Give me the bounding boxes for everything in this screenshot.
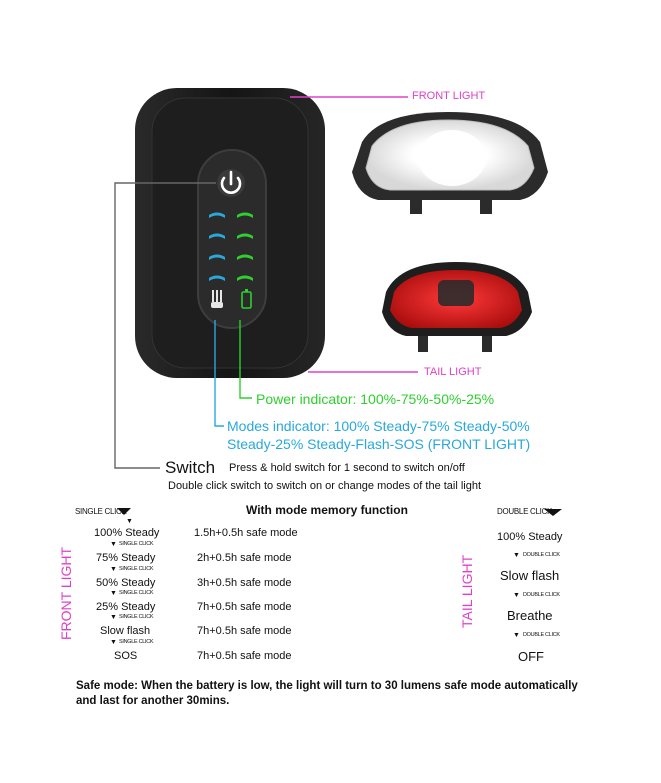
chevron-down-icon: ▼ xyxy=(513,552,520,559)
chevron-down-icon: ▼ xyxy=(513,592,520,599)
power-indicator-label: Power indicator: 100%-75%-50%-25% xyxy=(256,391,495,407)
front-light-lens xyxy=(352,112,548,214)
front-mode-time: 7h+0.5h safe mode xyxy=(197,625,292,637)
step-label: DOUBLE CLICK xyxy=(523,552,560,558)
tail-mode-label: OFF xyxy=(518,649,544,664)
step-label: SINGLE CLICK xyxy=(119,566,154,572)
front-mode-time: 3h+0.5h safe mode xyxy=(197,577,292,589)
double-click-header: DOUBLE CLICK xyxy=(497,507,553,516)
front-mode-label: 50% Steady xyxy=(96,577,156,589)
memory-function-title: With mode memory function xyxy=(246,503,408,517)
battery-icon xyxy=(241,289,252,309)
step-label: DOUBLE CLICK xyxy=(523,632,560,638)
switch-title: Switch xyxy=(165,458,216,477)
chevron-down-icon: ▼ xyxy=(126,518,133,525)
front-light-label: FRONT LIGHT xyxy=(412,90,486,102)
front-mode-time: 7h+0.5h safe mode xyxy=(197,650,292,662)
front-mode-label: 25% Steady xyxy=(96,601,156,613)
step-label: SINGLE CLICK xyxy=(119,614,154,620)
front-light-side-label: FRONT LIGHT xyxy=(58,546,74,640)
front-mode-time: 1.5h+0.5h safe mode xyxy=(194,527,298,539)
chevron-down-icon: ▼ xyxy=(513,632,520,639)
tail-mode-label: 100% Steady xyxy=(497,531,563,543)
chevron-down-icon: ▼ xyxy=(110,541,117,548)
switch-desc-line1: Press & hold switch for 1 second to swit… xyxy=(229,462,465,474)
callout-lines xyxy=(114,96,418,469)
step-label: SINGLE CLICK xyxy=(119,541,154,547)
chevron-down-icon: ▼ xyxy=(110,566,117,573)
front-mode-time: 7h+0.5h safe mode xyxy=(197,601,292,613)
tail-light-side-label: TAIL LIGHT xyxy=(459,554,475,628)
modes-indicator-line2: Steady-25% Steady-Flash-SOS (FRONT LIGHT… xyxy=(227,436,531,452)
tail-light-label: TAIL LIGHT xyxy=(424,366,482,378)
step-label: SINGLE CLICK xyxy=(119,639,154,645)
chevron-down-icon: ▼ xyxy=(110,590,117,597)
list-item: ▼ 100% Steady 1.5h+0.5h safe mode xyxy=(88,518,328,539)
tail-mode-label: Slow flash xyxy=(500,568,560,583)
power-icon[interactable] xyxy=(217,169,245,197)
chevron-down-icon: ▼ xyxy=(110,614,117,621)
single-click-header: SINGLE CLICK xyxy=(75,507,127,516)
modes-indicator-line1: Modes indicator: 100% Steady-75% Steady-… xyxy=(227,418,530,434)
double-click-arrow-icon xyxy=(544,509,562,516)
mode-indicator-leds xyxy=(209,212,225,281)
front-mode-label: 75% Steady xyxy=(96,552,156,564)
front-mode-label: 100% Steady xyxy=(94,527,160,539)
device-body xyxy=(135,88,325,378)
power-indicator-leds xyxy=(237,212,253,281)
tail-mode-label: Breathe xyxy=(507,608,553,623)
chevron-down-icon: ▼ xyxy=(110,639,117,646)
bulb-icon xyxy=(211,290,223,308)
front-mode-label: SOS xyxy=(114,650,138,662)
step-label: SINGLE CLICK xyxy=(119,590,154,596)
front-mode-time: 2h+0.5h safe mode xyxy=(197,552,292,564)
step-label: DOUBLE CLICK xyxy=(523,592,560,598)
safe-mode-note-line1: Safe mode: When the battery is low, the … xyxy=(76,680,578,692)
front-mode-label: Slow flash xyxy=(100,625,151,637)
single-click-arrow-icon xyxy=(117,508,131,515)
front-mode-list: ▼ 100% Steady 1.5h+0.5h safe mode xyxy=(88,518,328,539)
tail-light-lens xyxy=(382,262,532,352)
safe-mode-note-line2: and last for another 30mins. xyxy=(76,695,230,707)
switch-desc-line2: Double click switch to switch on or chan… xyxy=(168,480,482,492)
product-illustration xyxy=(114,88,548,469)
